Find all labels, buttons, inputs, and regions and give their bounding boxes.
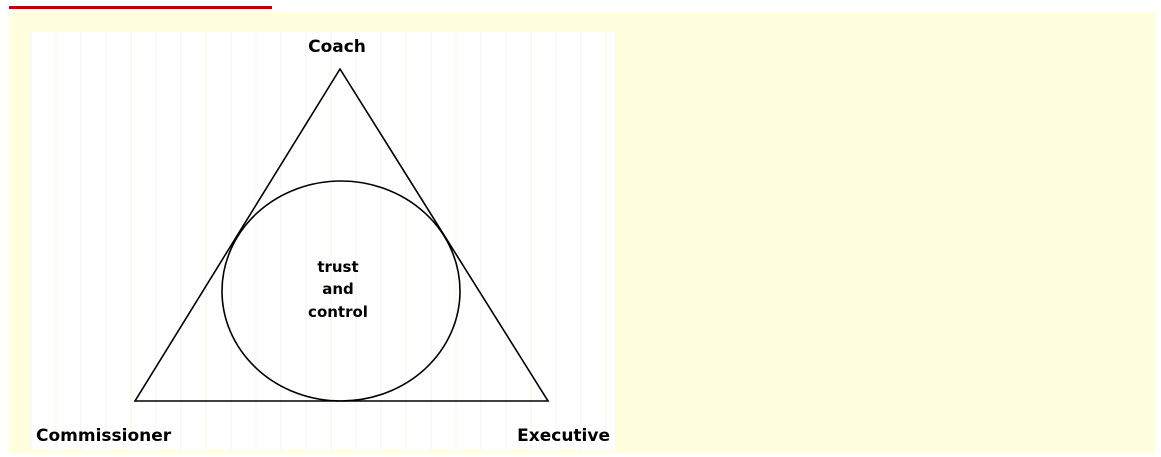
figure-background (30, 32, 615, 450)
triangle-diagram-svg: Coach Commissioner Executive trust and c… (30, 32, 615, 450)
vertex-label-bottom-left: Commissioner (36, 426, 172, 446)
center-label-line-3: control (308, 303, 368, 321)
center-label-line-1: trust (317, 258, 358, 276)
vertex-label-bottom-right: Executive (517, 426, 610, 446)
vertex-label-top: Coach (308, 37, 366, 57)
triangle-diagram: Coach Commissioner Executive trust and c… (30, 32, 615, 450)
red-divider-line (9, 6, 272, 9)
inscribed-circle (221, 180, 461, 402)
center-label-line-2: and (322, 280, 354, 298)
